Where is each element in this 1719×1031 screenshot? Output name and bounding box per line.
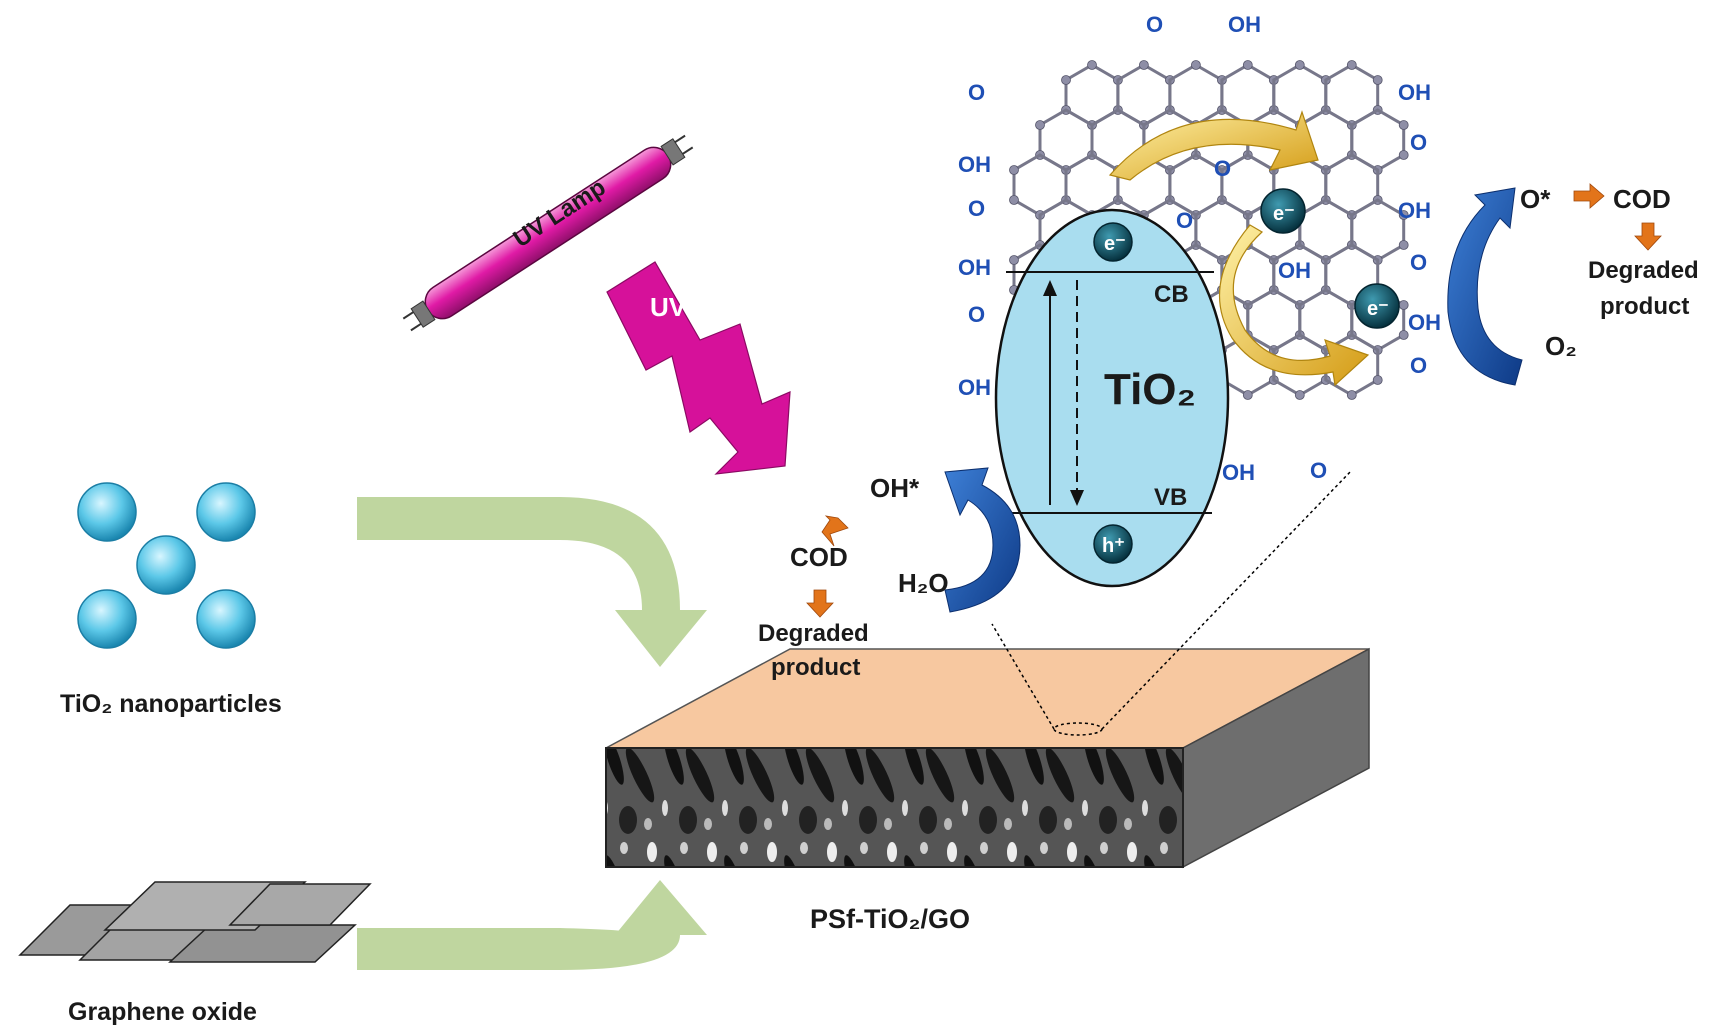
carbon-atom [1294,390,1305,400]
carbon-atom [1191,60,1201,70]
cod-left-label: COD [790,542,848,572]
tio2-ellipse [994,208,1230,588]
green-arrow-graphene [357,880,707,970]
orange-arrow-cod-right [1634,222,1662,251]
group-oh: OH [958,152,991,177]
tio2-label: TiO₂ [1104,365,1196,414]
carbon-atom [1398,240,1409,250]
carbon-atom [1372,375,1383,385]
cb-label: CB [1154,281,1189,308]
carbon-atom [1009,195,1019,205]
carbon-atom [1009,165,1019,175]
group-o: O [1146,12,1163,37]
group-o: O [968,302,985,327]
carbon-atom [1346,60,1357,70]
graphene-oxide-sheets [18,881,372,963]
carbon-atom [1372,75,1383,85]
group-o: O [968,80,985,105]
carbon-atom [1009,255,1019,265]
group-o: O [1410,353,1427,378]
carbon-atom [1139,60,1149,70]
carbon-atom [1087,60,1097,70]
o-radical-label: O* [1520,184,1551,214]
group-oh: OH [1228,12,1261,37]
nanoparticle [136,535,196,595]
orange-arrow-oh-to-cod [821,515,849,547]
nanoparticle [196,589,256,649]
electron-cb [1093,222,1133,262]
excitation-arrowhead [1043,280,1057,296]
carbon-atom [1294,60,1305,70]
carbon-atom [1398,120,1409,130]
cod-right-label: COD [1613,184,1671,214]
tio2-nanoparticles-cluster [77,482,256,649]
carbon-atom [1398,210,1409,220]
uv-lamp [402,134,694,332]
degraded-left-label-1: Degraded [758,620,869,647]
electron-cb-label: e⁻ [1104,233,1126,255]
electron-graphene-2-label: e⁻ [1367,298,1389,320]
carbon-atom [1398,150,1409,160]
nanoparticle [196,482,256,542]
carbon-atom [1035,120,1045,130]
group-oh: OH [1398,80,1431,105]
group-o: O [1310,458,1327,483]
electron-graphene-2 [1354,283,1400,329]
group-oh: OH [958,255,991,280]
blue-arrow-h2o [944,467,1021,613]
degraded-right-label-1: Degraded [1588,257,1699,284]
carbon-atom [1398,300,1409,310]
group-oh: OH [1278,258,1311,283]
group-o: O [1214,156,1231,181]
carbon-atom [1346,390,1357,400]
electron-graphene-1 [1260,188,1306,234]
uv-bolt [606,261,791,475]
blue-arrow-o2 [1447,187,1523,386]
uv-label: UV [650,292,687,322]
green-arrow-nanoparticles [357,497,707,667]
group-o: O [1176,208,1193,233]
graphene-sheet [168,924,357,963]
oh-radical-label: OH* [870,473,920,503]
orange-arrow-cod-left [806,589,834,618]
group-oh: OH [1222,460,1255,485]
zoom-line [991,623,1055,730]
h2o-label: H₂O [898,568,949,598]
group-o: O [968,196,985,221]
group-o: O [1410,250,1427,275]
nanoparticle [77,589,137,649]
group-oh: OH [1408,310,1441,335]
hole-vb-label: h⁺ [1102,535,1125,557]
membrane-block [605,469,1370,869]
gold-arrow-top [1108,110,1319,181]
recombination-arrowhead [1070,490,1084,506]
functional-groups: O OH O OH O O O OH O OH OH O OH O OH OH … [958,12,1441,485]
carbon-atom [1242,60,1253,70]
group-oh: OH [958,375,991,400]
hole-vb [1093,524,1133,564]
group-o: O [1410,130,1427,155]
gold-arrow-bottom [1218,224,1370,387]
carbon-atom [1242,390,1253,400]
orange-arrow-o-to-cod [1573,183,1605,209]
tio2-nanoparticles-label: TiO₂ nanoparticles [60,690,282,718]
graphene-oxide-label: Graphene oxide [68,998,257,1026]
graphene-sheet [228,883,372,926]
degraded-left-label-2: product [771,654,860,681]
electron-graphene-1-label: e⁻ [1273,203,1295,225]
membrane-cross-section [605,747,1184,868]
carbon-atom [1061,75,1071,85]
membrane-label: PSf-TiO₂/GO [810,904,970,934]
tio2-particle [994,208,1230,588]
degraded-right-label-2: product [1600,293,1689,320]
group-oh: OH [1398,198,1431,223]
carbon-atom [1398,330,1409,340]
o2-label: O₂ [1545,331,1577,361]
vb-label: VB [1154,484,1187,511]
nanoparticle [77,482,137,542]
